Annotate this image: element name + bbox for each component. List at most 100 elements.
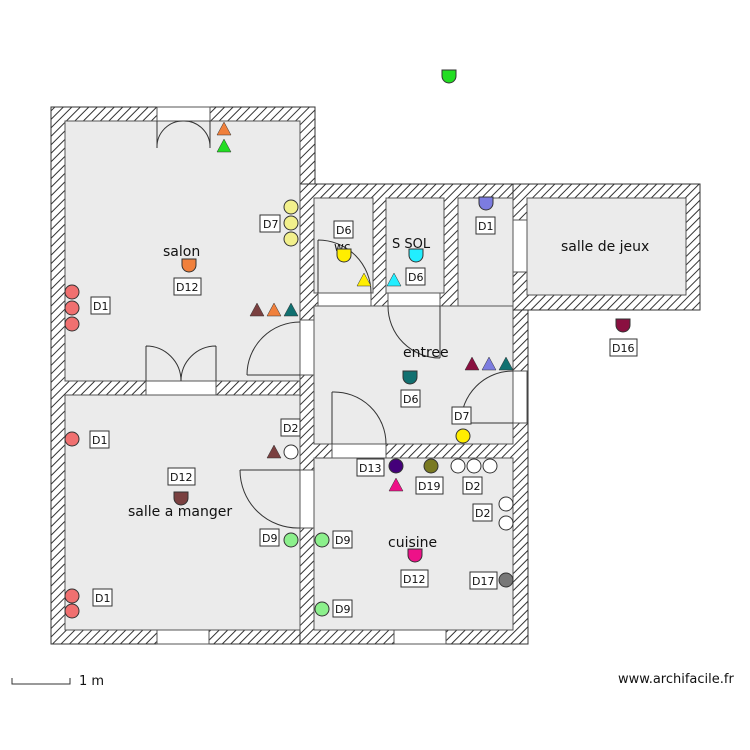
switch-cyan-icon — [386, 272, 402, 287]
switch-green-icon — [216, 138, 232, 153]
scale-label: 1 m — [79, 674, 104, 689]
light-maroon-icon — [615, 318, 631, 333]
outlet-yellow-icon — [283, 199, 299, 215]
floor-degagement — [457, 197, 514, 309]
tag-salon-d7: D7 — [259, 214, 281, 233]
outlet-red-icon — [64, 603, 80, 619]
outlet-symbols — [64, 199, 514, 619]
switch-orange-icon — [266, 302, 282, 317]
tag-cuisine-d2-right: D2 — [472, 503, 493, 522]
swing-sam-cuisine — [239, 469, 301, 529]
window-cuisine-bottom — [393, 629, 447, 645]
svg-text:D2: D2 — [283, 422, 298, 435]
switch-orange-icon — [216, 121, 232, 136]
openings — [145, 106, 528, 645]
tag-jeux-d1: D1 — [475, 216, 496, 235]
switch-periwinkle-icon — [481, 356, 497, 371]
tag-ext-d16: D16 — [609, 338, 638, 357]
tag-cuisine-d17: D17 — [469, 571, 498, 590]
outlet-yellow-icon — [283, 231, 299, 247]
swing-salon-entree — [246, 321, 301, 376]
swing-salon-top — [156, 120, 211, 149]
outlet-gray-icon — [498, 572, 514, 588]
tag-sam-d2: D2 — [280, 418, 301, 437]
outlet-red-icon — [64, 588, 80, 604]
room-label-cuisine: cuisine — [388, 535, 437, 551]
light-green-icon — [441, 69, 457, 84]
outlet-green-icon — [314, 601, 330, 617]
tag-sam-d12: D12 — [167, 467, 196, 486]
room-labels: salon wc S SOL salle de jeux entree sall… — [128, 237, 649, 551]
outlet-olive-icon — [423, 458, 439, 474]
light-cyan-icon — [408, 248, 424, 263]
tag-cuisine-d12: D12 — [400, 569, 429, 588]
svg-text:D6: D6 — [408, 271, 423, 284]
floor-salle-de-jeux — [526, 197, 687, 296]
light-periwinkle-icon — [478, 196, 494, 211]
swing-wc — [317, 239, 372, 294]
door-salon-sam — [145, 380, 217, 396]
room-label-salon: salon — [163, 244, 200, 260]
scale-bar: 1 m — [11, 674, 104, 689]
outlet-white-icon — [498, 515, 514, 531]
tag-ssol-d6: D6 — [405, 267, 426, 286]
svg-text:D17: D17 — [472, 575, 494, 588]
outlet-red-icon — [64, 316, 80, 332]
door-sam-cuisine — [299, 469, 315, 529]
tag-wc-d6: D6 — [333, 220, 354, 239]
light-brown-icon — [173, 491, 189, 506]
tag-salon-d1: D1 — [90, 296, 111, 315]
svg-text:D13: D13 — [359, 462, 381, 475]
outlet-white-icon — [450, 458, 466, 474]
svg-text:D9: D9 — [335, 603, 350, 616]
outlet-green-icon — [283, 532, 299, 548]
site-credit: www.archifacile.fr — [618, 672, 734, 687]
tag-cuisine-d19: D19 — [415, 476, 444, 495]
svg-text:D1: D1 — [93, 300, 108, 313]
switch-brown-icon — [266, 444, 282, 459]
room-label-salle-de-jeux: salle de jeux — [561, 239, 649, 255]
tag-cuisine-d2-top: D2 — [462, 476, 483, 495]
switch-symbols — [216, 121, 514, 492]
outlet-yellow-icon — [283, 215, 299, 231]
tag-cuisine-d9-bottom: D9 — [332, 599, 353, 618]
door-ssol — [387, 292, 441, 307]
door-salon-entree — [299, 319, 315, 376]
light-symbols — [173, 69, 631, 563]
swing-entree-cuisine — [331, 391, 387, 445]
switch-maroon-icon — [464, 356, 480, 371]
light-teal-icon — [402, 370, 418, 385]
outlet-white-icon — [466, 458, 482, 474]
svg-text:D12: D12 — [403, 573, 425, 586]
switch-magenta-icon — [388, 477, 404, 492]
door-entree-exterieur — [512, 370, 528, 424]
svg-text:D7: D7 — [263, 218, 278, 231]
light-magenta-icon — [407, 548, 423, 563]
window-sam-bottom — [156, 629, 210, 645]
svg-text:D2: D2 — [465, 480, 480, 493]
door-entree-cuisine — [331, 443, 387, 459]
svg-text:D2: D2 — [475, 507, 490, 520]
svg-text:D6: D6 — [403, 393, 418, 406]
svg-text:D1: D1 — [478, 220, 493, 233]
outlet-red-icon — [64, 431, 80, 447]
svg-text:D12: D12 — [176, 281, 198, 294]
outlet-green-icon — [314, 532, 330, 548]
tag-labels: D7 D12 D1 D6 D6 D1 D16 D6 D7 D2 D1 D12 D… — [89, 214, 638, 618]
light-yellow-icon — [336, 248, 352, 263]
outlet-red-icon — [64, 300, 80, 316]
svg-text:D6: D6 — [336, 224, 351, 237]
svg-text:D9: D9 — [335, 534, 350, 547]
tag-entree-d7: D7 — [451, 406, 472, 425]
tag-sam-d1-bottom: D1 — [92, 588, 113, 607]
switch-yellow-icon — [356, 272, 372, 287]
outlet-white-icon — [482, 458, 498, 474]
room-label-ssol: S SOL — [392, 237, 431, 252]
swing-salon-sam — [145, 345, 217, 382]
swing-ssol — [387, 305, 441, 359]
light-orange-icon — [181, 258, 197, 273]
tag-entree-d6: D6 — [400, 389, 421, 408]
tag-sam-d9: D9 — [259, 528, 280, 547]
svg-text:D1: D1 — [95, 592, 110, 605]
